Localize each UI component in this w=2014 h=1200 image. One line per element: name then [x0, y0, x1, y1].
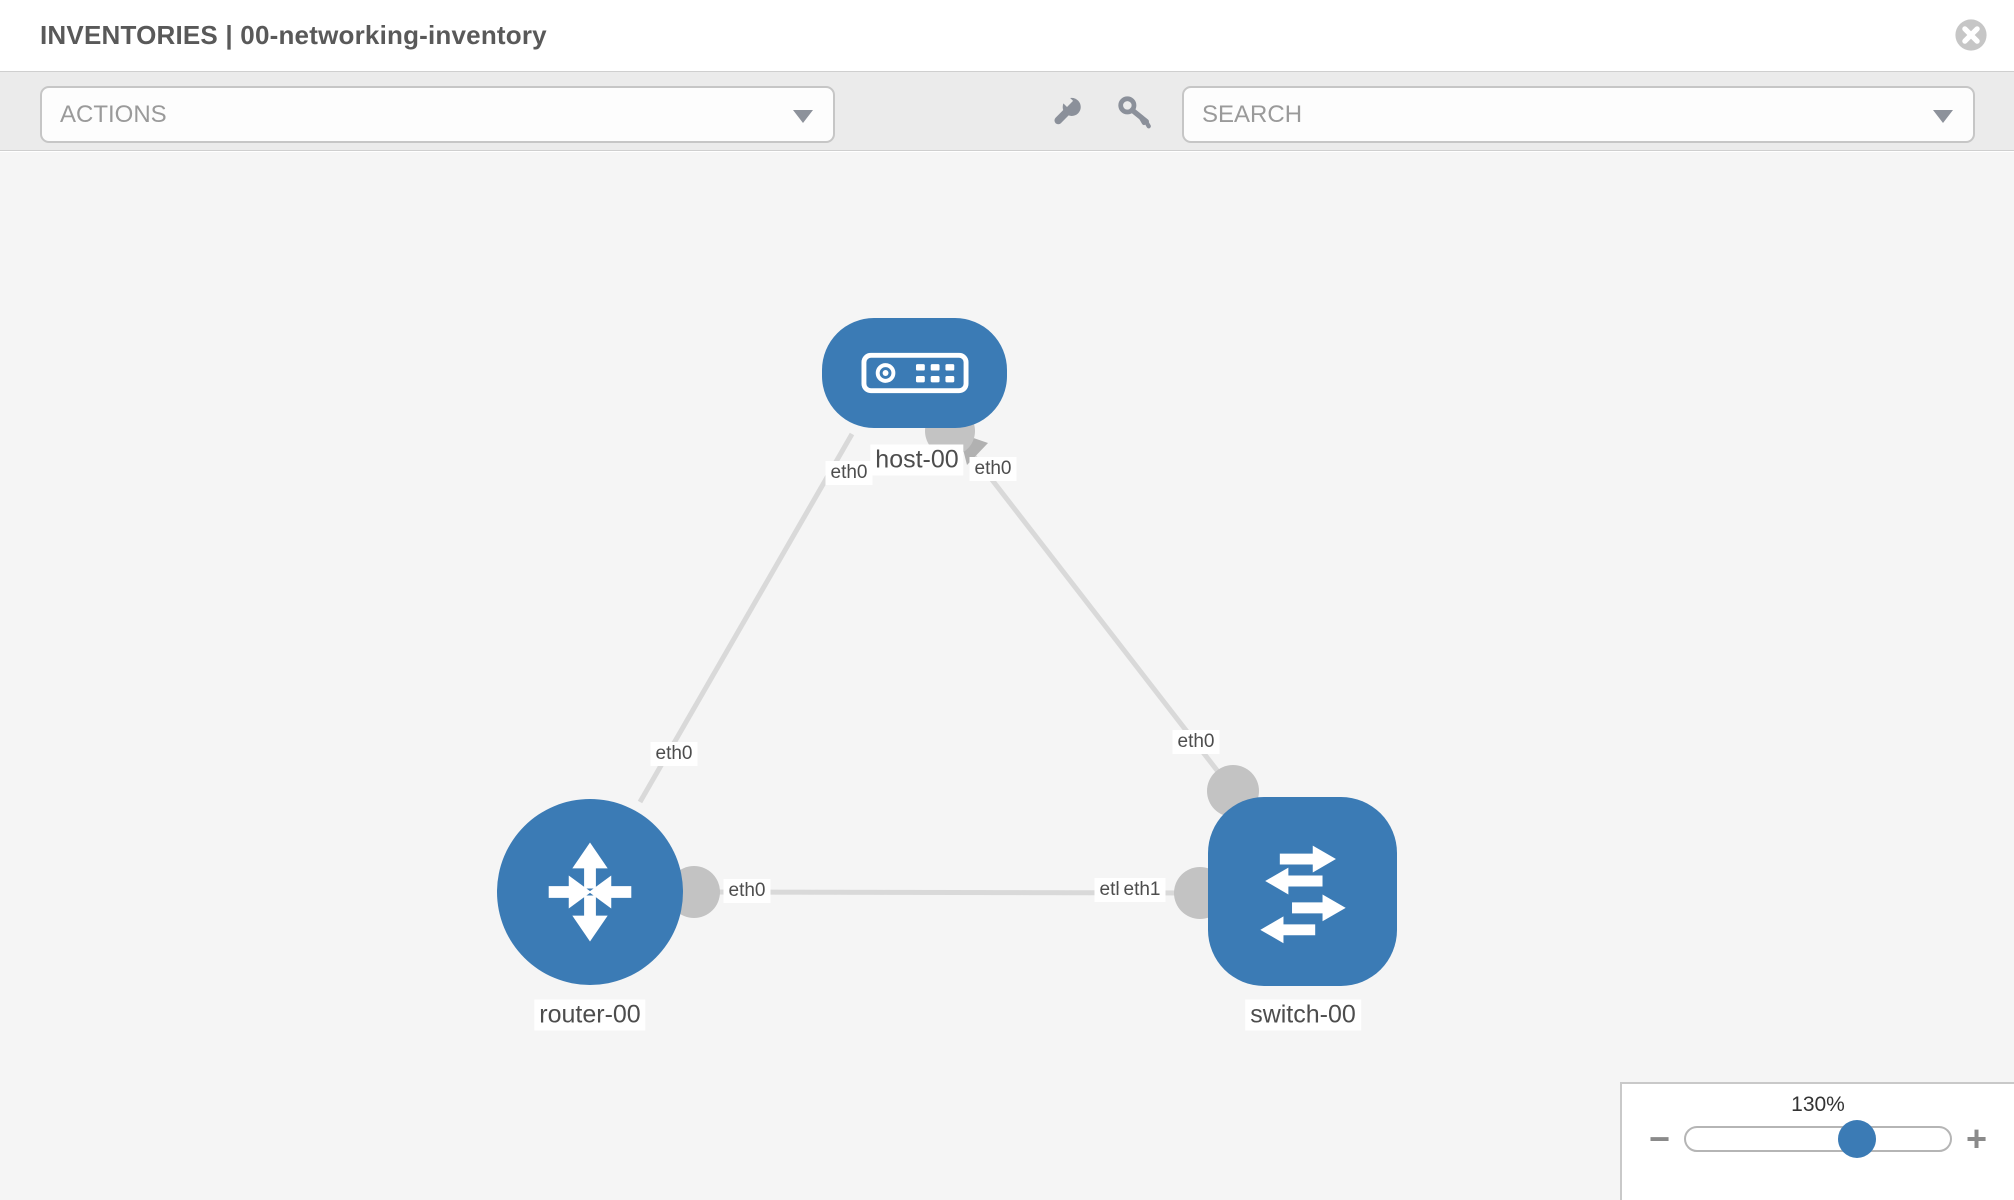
zoom-in-button[interactable]: +: [1966, 1118, 1988, 1159]
toolbar: ACTIONS SEARCH: [0, 71, 2014, 151]
wrench-icon[interactable]: [1047, 92, 1085, 131]
search-dropdown-label: SEARCH: [1202, 100, 1303, 128]
iface-label-host-right: eth0: [969, 457, 1017, 481]
node-label-switch-00: switch-00: [1245, 999, 1361, 1031]
iface-label-router-top: eth0: [650, 742, 698, 766]
chevron-down-icon: [1933, 110, 1953, 123]
node-router-00[interactable]: [497, 799, 683, 985]
switch-arrows-icon: [1259, 845, 1346, 943]
node-host-00[interactable]: [822, 318, 1007, 428]
iface-label-switch-top: eth0: [1172, 730, 1220, 754]
iface-label-host-left: eth0: [825, 461, 873, 485]
link-host-router: [637, 432, 855, 804]
search-dropdown[interactable]: SEARCH: [1182, 86, 1975, 143]
zoom-slider-thumb[interactable]: [1838, 1120, 1876, 1158]
node-label-host-00: host-00: [870, 444, 964, 476]
topology-edges: [637, 406, 1259, 919]
iface-label-mid-switch-front: eth1: [1118, 878, 1166, 902]
topology-canvas[interactable]: host-00 router-00 switch-00 eth0 eth0 et…: [0, 152, 2014, 1200]
node-switch-00[interactable]: [1208, 797, 1397, 986]
page-title: INVENTORIES | 00-networking-inventory: [40, 20, 547, 50]
router-arrows-icon: [548, 842, 632, 942]
iface-label-mid-router: eth0: [723, 879, 771, 903]
zoom-panel: 130% − +: [1620, 1082, 2014, 1200]
zoom-level: 130%: [1791, 1093, 1845, 1116]
node-label-router-00: router-00: [534, 999, 646, 1031]
chevron-down-icon: [793, 110, 813, 123]
zoom-slider[interactable]: [1684, 1120, 1952, 1158]
header: INVENTORIES | 00-networking-inventory: [0, 0, 2014, 71]
actions-dropdown-label: ACTIONS: [60, 100, 167, 128]
server-icon: [860, 352, 969, 394]
close-icon[interactable]: [1954, 18, 1988, 52]
key-icon[interactable]: [1115, 93, 1153, 131]
actions-dropdown[interactable]: ACTIONS: [40, 86, 835, 143]
zoom-out-button[interactable]: −: [1648, 1118, 1670, 1159]
